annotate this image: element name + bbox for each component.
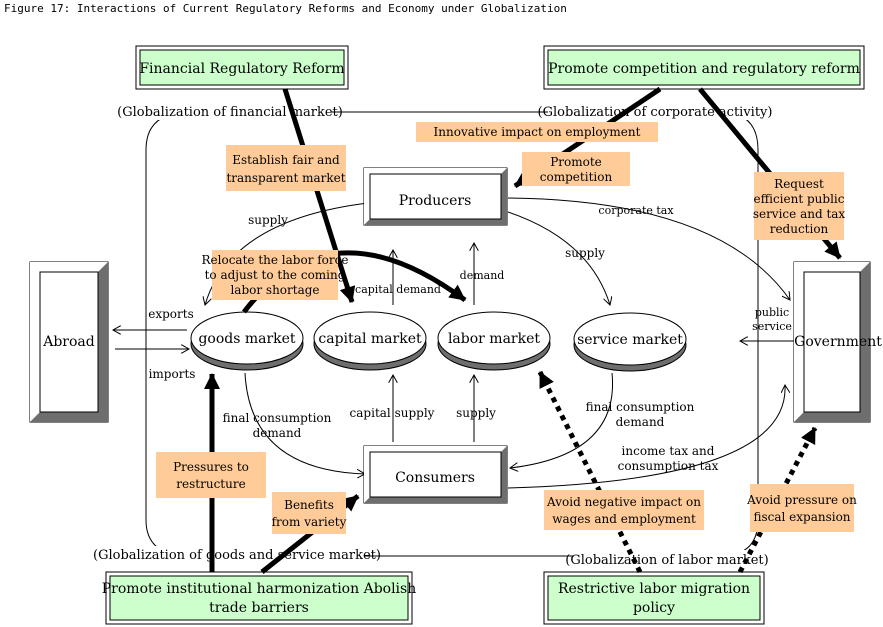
globalization-labor: (Globalization of labor market)	[565, 553, 768, 568]
effect-fair-line2: transparent market	[226, 171, 345, 185]
abroad-label: Abroad	[42, 334, 95, 350]
effect-avoid-wages: Avoid negative impact on wages and emplo…	[544, 490, 704, 530]
effect-promote-competition: Promote competition	[522, 152, 630, 186]
thick-arrow-financial	[282, 88, 356, 303]
producers-label: Producers	[399, 193, 472, 209]
effect-request-line3: service and tax	[753, 207, 846, 221]
effect-request-efficient: Request efficient public service and tax…	[753, 172, 846, 240]
flow-income-tax-line1: income tax and	[622, 444, 715, 458]
flow-income-tax-line2: consumption tax	[618, 459, 719, 473]
actor-abroad: Abroad	[29, 261, 109, 423]
effect-promote-line1: Promote	[550, 155, 602, 169]
figure-title: Figure 17: Interactions of Current Regul…	[4, 2, 567, 15]
effect-request-line1: Request	[774, 177, 824, 191]
policy-box-competition: Promote competition and regulatory refor…	[543, 45, 865, 90]
flow-public-line2: service	[752, 320, 792, 333]
effect-innovative: Innovative impact on employment	[416, 122, 658, 142]
effect-request-line4: reduction	[770, 222, 829, 236]
actor-consumers: Consumers	[363, 445, 508, 504]
actor-producers: Producers	[363, 167, 508, 226]
effect-request-line2: efficient public	[754, 192, 845, 206]
flow-supply-service: supply	[565, 246, 605, 260]
consumers-label: Consumers	[395, 470, 475, 486]
policy-labor-line1: Restrictive labor migration	[558, 581, 750, 597]
arrow-final-consumption-goods	[244, 372, 365, 474]
effect-pressures-line2: restructure	[176, 477, 245, 491]
globalization-corporate: (Globalization of corporate activity)	[538, 105, 773, 120]
market-goods: goods market	[190, 311, 304, 371]
globalization-financial: (Globalization of financial market)	[117, 105, 343, 120]
effect-avoid-fiscal-line1: Avoid pressure on	[746, 493, 857, 507]
effect-pressures-restructure: Pressures to restructure	[156, 452, 266, 498]
flow-supply-goods: supply	[248, 213, 288, 227]
actor-government: Government	[793, 261, 882, 423]
arrow-final-consumption-service	[510, 372, 614, 468]
effect-relocate-labor: Relocate the labor force to adjust to th…	[202, 250, 349, 300]
flow-final-consumption-goods-line1: final consumption	[223, 411, 332, 425]
effect-fair-line1: Establish fair and	[232, 153, 340, 167]
market-service: service market	[573, 312, 687, 372]
effect-relocate-line2: to adjust to the coming	[205, 268, 346, 282]
flow-capital-demand: capital demand	[355, 283, 441, 296]
flow-capital-supply: capital supply	[350, 406, 435, 420]
flow-demand: demand	[460, 269, 505, 282]
policy-box-labor-migration: Restrictive labor migration policy	[543, 571, 765, 625]
effect-innovative-label: Innovative impact on employment	[434, 125, 641, 139]
flow-supply-labor: supply	[456, 406, 496, 420]
flow-public-line1: public	[755, 306, 789, 319]
policy-box-harmonization: Promote institutional harmonization Abol…	[102, 571, 417, 625]
flow-final-consumption-goods-line2: demand	[253, 426, 302, 440]
effect-pressures-line1: Pressures to	[173, 460, 249, 474]
flow-exports: exports	[148, 307, 194, 321]
capital-market-label: capital market	[318, 331, 422, 347]
policy-labor-line2: policy	[633, 600, 675, 616]
arrow-income-tax	[507, 385, 785, 489]
effect-relocate-line3: labor shortage	[230, 283, 319, 297]
market-capital: capital market	[313, 311, 427, 371]
labor-market-label: labor market	[448, 331, 540, 347]
arrow-supply-service	[507, 211, 610, 305]
effect-avoid-fiscal-line2: fiscal expansion	[753, 510, 850, 524]
flow-final-consumption-service-line1: final consumption	[586, 400, 695, 414]
effect-benefits-line2: from variety	[272, 515, 347, 529]
dotted-arrow-wages	[537, 370, 643, 574]
effect-benefits-variety: Benefits from variety	[272, 492, 347, 534]
effect-promote-line2: competition	[540, 170, 613, 184]
policy-harmonization-line2: trade barriers	[209, 600, 309, 616]
policy-harmonization-line1: Promote institutional harmonization Abol…	[102, 581, 417, 597]
flow-final-consumption-service-line2: demand	[616, 415, 665, 429]
service-market-label: service market	[577, 332, 683, 348]
policy-financial-label: Financial Regulatory Reform	[139, 61, 344, 77]
effect-avoid-wages-line2: wages and employment	[552, 512, 696, 526]
market-labor: labor market	[437, 311, 551, 371]
policy-competition-label: Promote competition and regulatory refor…	[548, 61, 860, 77]
globalization-goods: (Globalization of goods and service mark…	[93, 548, 381, 563]
government-label: Government	[794, 334, 882, 350]
flow-corporate-tax: corporate tax	[598, 204, 674, 217]
effect-fair-market: Establish fair and transparent market	[226, 145, 346, 191]
effect-avoid-fiscal: Avoid pressure on fiscal expansion	[746, 484, 857, 532]
effect-relocate-line1: Relocate the labor force	[202, 253, 349, 267]
goods-market-label: goods market	[198, 331, 295, 347]
effect-benefits-line1: Benefits	[284, 498, 334, 512]
effect-avoid-wages-line1: Avoid negative impact on	[546, 495, 701, 509]
arrow-corporate-tax	[507, 197, 790, 300]
flow-imports: imports	[149, 367, 196, 381]
policy-box-financial: Financial Regulatory Reform	[135, 45, 349, 90]
